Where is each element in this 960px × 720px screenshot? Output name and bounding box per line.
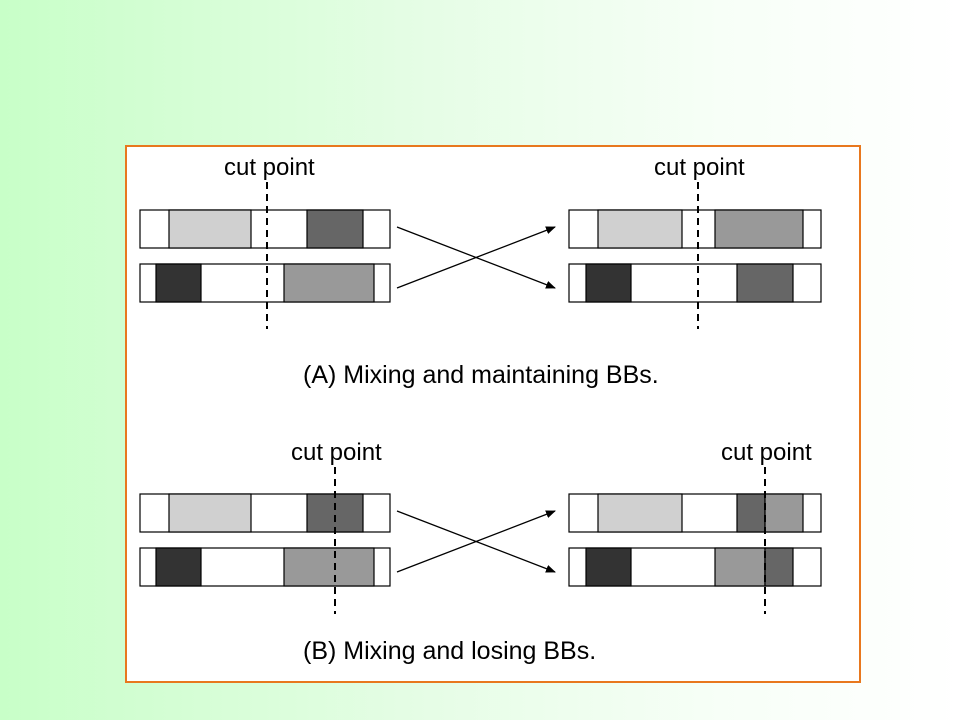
building-block <box>736 493 766 533</box>
parent-chromosome-a1 <box>139 209 391 249</box>
building-block <box>283 547 375 587</box>
crossover-diagram: cut point cut point (A) Mixing and maint… <box>139 154 822 665</box>
figure-panel: cut point cut point (A) Mixing and maint… <box>125 145 861 683</box>
cut-point-label-a-left: cut point <box>224 154 315 181</box>
offspring-chromosome-a1 <box>568 209 822 249</box>
building-block <box>764 547 794 587</box>
parent-chromosome-a2 <box>139 263 391 303</box>
building-block <box>155 263 202 303</box>
parent-chromosome-b2 <box>139 547 391 587</box>
building-block <box>597 493 683 533</box>
offspring-chromosome-b2 <box>568 547 822 587</box>
building-block <box>306 493 364 533</box>
building-block <box>736 263 794 303</box>
building-block <box>585 263 632 303</box>
offspring-chromosome-b1 <box>568 493 822 533</box>
building-block <box>714 209 804 249</box>
building-block <box>714 547 766 587</box>
building-block <box>306 209 364 249</box>
crossover-arrow <box>396 510 556 573</box>
caption-b: (B) Mixing and losing BBs. <box>303 637 596 665</box>
offspring-chromosome-a2 <box>568 263 822 303</box>
building-block <box>597 209 683 249</box>
cut-point-label-b-right: cut point <box>721 439 812 466</box>
building-block <box>168 493 252 533</box>
crossover-arrow <box>396 226 556 289</box>
cut-point-label-a-right: cut point <box>654 154 745 181</box>
cut-point-label-b-left: cut point <box>291 439 382 466</box>
section-b: cut point cut point (B) Mixing and losin… <box>139 439 822 665</box>
building-block <box>168 209 252 249</box>
building-block <box>155 547 202 587</box>
building-block <box>764 493 804 533</box>
parent-chromosome-b1 <box>139 493 391 533</box>
building-block <box>283 263 375 303</box>
caption-a: (A) Mixing and maintaining BBs. <box>303 361 659 389</box>
building-block <box>585 547 632 587</box>
section-a: cut point cut point (A) Mixing and maint… <box>139 154 822 389</box>
